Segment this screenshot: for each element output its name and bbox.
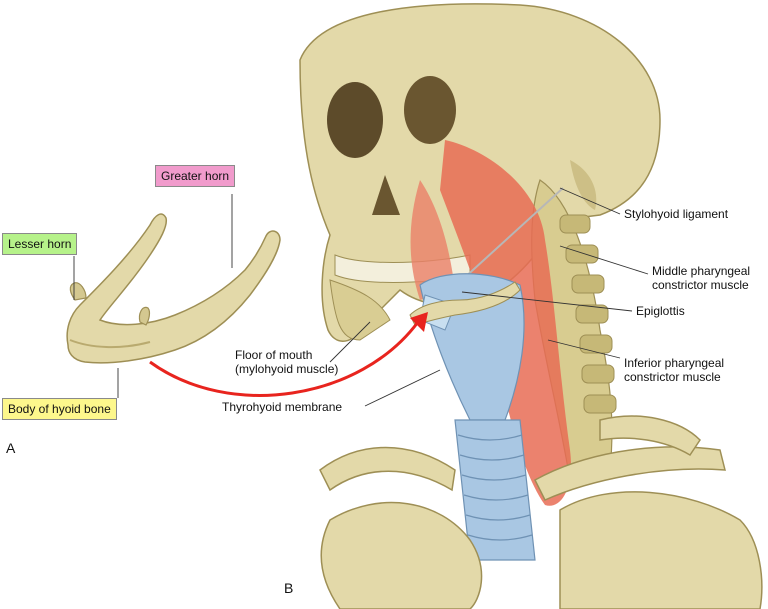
lesser-horn-label: Lesser horn: [2, 233, 78, 255]
middle-constrictor-line-2: constrictor muscle: [652, 278, 749, 292]
epiglottis-label: Epiglottis: [636, 304, 685, 318]
inferior-pharyngeal-constrictor-label: Inferior pharyngeal constrictor muscle: [624, 356, 724, 384]
leader-lines: [73, 187, 649, 407]
floor-of-mouth-line-2: (mylohyoid muscle): [235, 362, 339, 376]
panel-b-letter: B: [284, 580, 294, 596]
floor-of-mouth-label: Floor of mouth (mylohyoid muscle): [235, 348, 338, 376]
stylohyoid-ligament-label: Stylohyoid ligament: [624, 207, 729, 221]
greater-horn-label: Greater horn: [155, 165, 236, 187]
lesser-horn-left: [69, 282, 87, 301]
middle-pharyngeal-constrictor-label: Middle pharyngeal constrictor muscle: [652, 264, 750, 292]
thyrohyoid-membrane-label: Thyrohyoid membrane: [222, 400, 343, 414]
cervical-spine: [531, 179, 617, 481]
hyoid-bone: [66, 213, 281, 364]
shoulder-girdle: [319, 415, 763, 609]
nasal-cavity: [372, 175, 400, 215]
orbit: [404, 76, 456, 144]
mastoid: [570, 160, 597, 210]
middle-constrictor-line-1: Middle pharyngeal: [652, 264, 751, 278]
inferior-constrictor-line-2: constrictor muscle: [624, 370, 721, 384]
body-of-hyoid-label: Body of hyoid bone: [2, 398, 117, 420]
floor-of-mouth-line-1: Floor of mouth: [235, 348, 313, 362]
mandible: [329, 279, 391, 341]
lesser-horn-right: [138, 306, 151, 326]
orbit: [327, 82, 383, 158]
red-arrow: [149, 312, 428, 397]
hyoid-in-situ: [409, 281, 521, 326]
panel-a-letter: A: [6, 440, 16, 456]
inferior-constrictor-line-1: Inferior pharyngeal: [624, 356, 725, 370]
